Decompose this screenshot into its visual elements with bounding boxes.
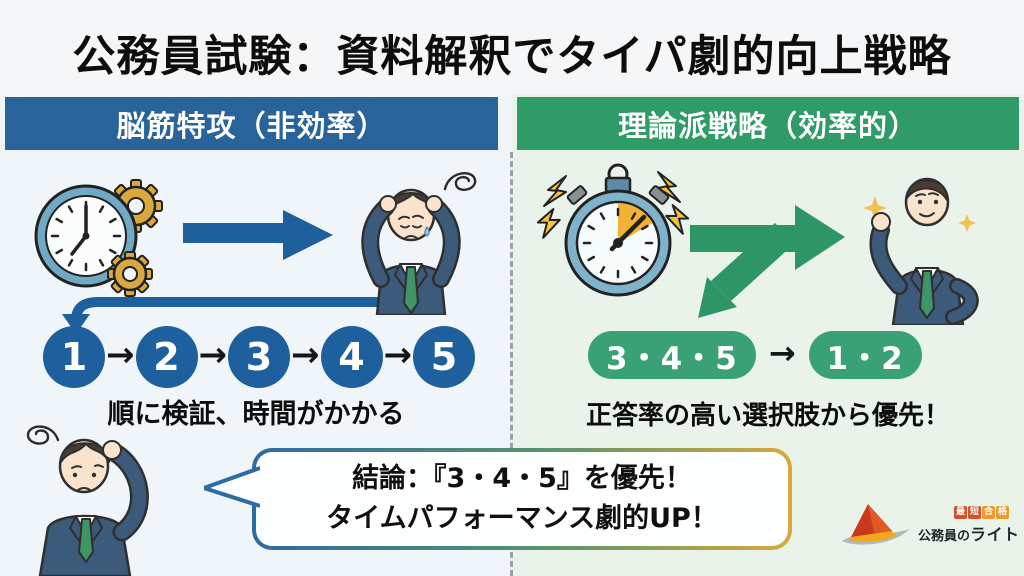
priority-pill-second: 1・2: [808, 331, 922, 379]
conclusion-line-1: 結論：『3・4・5』を優先！: [352, 462, 692, 494]
pill-arrow: →: [768, 334, 796, 372]
brand-logo: 最 短 合 格 公務員のライト: [838, 498, 1020, 552]
step-arrow: →: [106, 335, 135, 375]
logo-name: 公務員のライト: [918, 524, 1020, 544]
logo-badge-char: 最: [954, 505, 967, 519]
panel-divider: [510, 152, 513, 576]
logo-swoosh-icon: [842, 504, 909, 545]
right-caption: 正答率の高い選択肢から優先！: [585, 401, 950, 431]
step-arrow: →: [198, 335, 228, 375]
sparkle-icon: [863, 196, 887, 220]
loopback-arrow-icon: [62, 297, 436, 334]
clock-gears-icon: [34, 179, 163, 297]
step-arrow: →: [383, 335, 413, 375]
rush-arrow-icon: [183, 210, 333, 260]
speech-bubble: 結論：『3・4・5』を優先！ タイムパフォーマンス劇的UP！: [252, 448, 792, 550]
confusion-squiggle-icon: [26, 425, 60, 445]
step-sequence: 1 → 2 → 3 → 4 → 5: [43, 326, 475, 388]
logo-badge-char: 合: [982, 505, 995, 519]
step-circle: 2: [135, 326, 198, 388]
sparkle-icon: [958, 214, 976, 232]
logo-badge: 最 短 合 格: [954, 505, 1020, 519]
page-title: 公務員試験：資料解釈でタイパ劇的向上戦略: [72, 32, 952, 82]
priority-sequence: 3・4・5 → 1・2: [588, 331, 922, 379]
left-panel-header: 脳筋特攻（非効率）: [5, 97, 498, 150]
logo-badge-char: 格: [996, 505, 1009, 519]
lightning-icon: [536, 171, 690, 239]
step-arrow: →: [291, 335, 320, 375]
step-circle: 4: [320, 326, 383, 388]
logo-badge-char: 短: [968, 505, 981, 519]
stopwatch-icon: [536, 163, 690, 297]
step-circle: 5: [413, 326, 475, 388]
conclusion-line-2: タイムパフォーマンス劇的UP！: [326, 503, 718, 534]
confusion-squiggle-icon: [443, 172, 477, 191]
right-panel-header: 理論派戦略（効率的）: [517, 97, 1019, 150]
step-circle: 3: [228, 326, 290, 388]
left-caption: 順に検証、時間がかかる: [107, 399, 405, 430]
thinking-person-illustration: [26, 425, 149, 576]
priority-pill-first: 3・4・5: [588, 331, 756, 379]
bubble-tail: [204, 466, 260, 508]
stressed-person-illustration: [361, 172, 477, 315]
confident-person-illustration: [863, 177, 979, 325]
split-arrow-icon: [690, 205, 845, 318]
step-circle: 1: [43, 326, 105, 388]
